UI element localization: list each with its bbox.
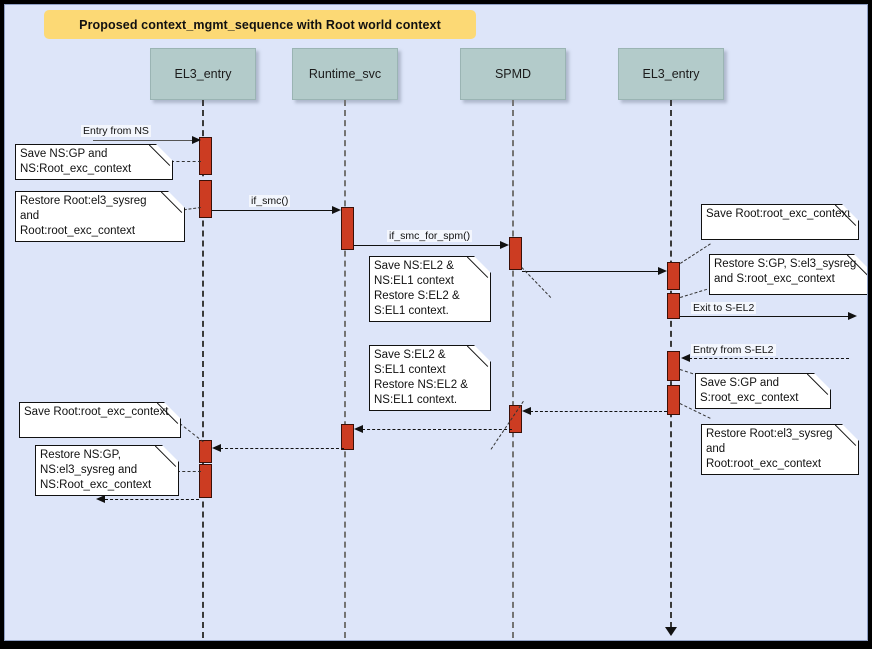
arrow-head-icon [500,240,509,249]
lifeline-el3-entry-left [202,100,204,638]
diagram-title: Proposed context_mgmt_sequence with Root… [79,17,441,32]
note-connector [680,243,711,264]
note-fold-corner-icon [474,256,491,290]
lifeline-header-el3-entry-left[interactable]: EL3_entry [150,48,256,100]
note-save-ns-gp: Save NS:GP and NS:Root_exc_context [15,144,173,180]
note-fold-corner-icon [842,424,859,458]
activation-spmd-1 [509,237,522,270]
lifeline-header-spmd[interactable]: SPMD [460,48,566,100]
message-line-el3-entry-left-to-ns [105,499,199,500]
message-label-if-smc: if_smc() [249,195,291,207]
message-line-spmd-to-runtime-svc [362,429,512,430]
message-label-exit-to-s-el2: Exit to S-EL2 [691,302,757,314]
lifeline-header-runtime-svc[interactable]: Runtime_svc [292,48,398,100]
lifeline-spmd [512,100,514,638]
note-fold-corner-icon [168,191,185,225]
note-fold-corner-icon [854,254,867,288]
activation-el3-entry-left-2 [199,180,212,218]
arrow-head-icon [332,205,341,214]
note-save-ns-el2-restore-s-el2: Save NS:EL2 & NS:EL1 context Restore S:E… [369,256,491,322]
note-save-root-exc-context-right: Save Root:root_exc_context [701,204,859,240]
note-fold-corner-icon [156,144,173,178]
arrow-head-icon [681,353,690,362]
activation-runtime-svc-2 [341,424,354,450]
lifeline-label: SPMD [494,67,532,81]
activation-el3-entry-right-4 [667,385,680,415]
activation-el3-entry-left-4 [199,464,212,498]
message-label-entry-from-s-el2: Entry from S-EL2 [691,344,776,356]
lifeline-label: EL3_entry [642,67,700,81]
activation-el3-entry-right-2 [667,293,680,319]
message-line-runtime-svc-to-el3-entry-left [220,448,344,449]
lifeline-header-el3-entry-right[interactable]: EL3_entry [618,48,724,100]
note-connector [177,471,201,472]
note-restore-ns-gp: Restore NS:GP, NS:el3_sysreg and NS:Root… [35,445,179,496]
message-line-if-smc-for-spm [354,245,502,246]
note-fold-corner-icon [162,445,179,479]
message-label-entry-from-ns: Entry from NS [81,125,151,137]
note-connector [171,161,201,162]
message-line-el3-entry-right-to-spmd [530,411,667,412]
arrow-head-icon [192,135,201,144]
note-restore-root-el3-sysreg-right: Restore Root:el3_sysreg and Root:root_ex… [701,424,859,475]
lifeline-runtime-svc [344,100,346,638]
activation-runtime-svc-1 [341,207,354,250]
message-line-exit-to-s-el2 [680,316,850,317]
sequence-diagram-surface: Proposed context_mgmt_sequence with Root… [4,4,868,641]
note-restore-root-el3-sysreg-left: Restore Root:el3_sysreg and Root:root_ex… [15,191,185,242]
arrow-head-icon [96,494,105,503]
arrow-head-icon [848,311,857,320]
note-save-s-el2-restore-ns-el2: Save S:EL2 & S:EL1 context Restore NS:EL… [369,345,491,411]
activation-el3-entry-right-1 [667,262,680,290]
message-line-entry-from-ns [93,140,195,141]
note-fold-corner-icon [814,373,831,407]
message-label-if-smc-for-spm: if_smc_for_spm() [387,230,473,242]
arrow-head-icon [212,443,221,452]
note-fold-corner-icon [164,402,181,436]
note-save-root-exc-context-left: Save Root:root_exc_context [19,402,181,438]
lifeline-label: EL3_entry [174,67,232,81]
message-line-spmd-to-el3-entry-right [522,271,660,272]
diagram-title-banner: Proposed context_mgmt_sequence with Root… [44,10,476,39]
activation-spmd-2 [509,405,522,433]
note-connector [179,423,204,443]
note-fold-corner-icon [474,345,491,379]
message-line-entry-from-s-el2 [689,358,849,359]
lifeline-label: Runtime_svc [308,67,382,81]
arrow-head-icon [522,406,531,415]
note-save-s-gp: Save S:GP and S:root_exc_context [695,373,831,409]
arrow-head-icon [658,266,667,275]
note-connector [680,288,708,298]
arrow-head-icon [354,424,363,433]
activation-el3-entry-left-3 [199,440,212,463]
message-line-if-smc [212,210,334,211]
note-fold-corner-icon [842,204,859,238]
activation-el3-entry-right-3 [667,351,680,381]
note-restore-s-gp: Restore S:GP, S:el3_sysreg and S:root_ex… [709,254,867,295]
activation-el3-entry-left-1 [199,137,212,175]
lifeline-end-arrow-icon [665,627,677,636]
